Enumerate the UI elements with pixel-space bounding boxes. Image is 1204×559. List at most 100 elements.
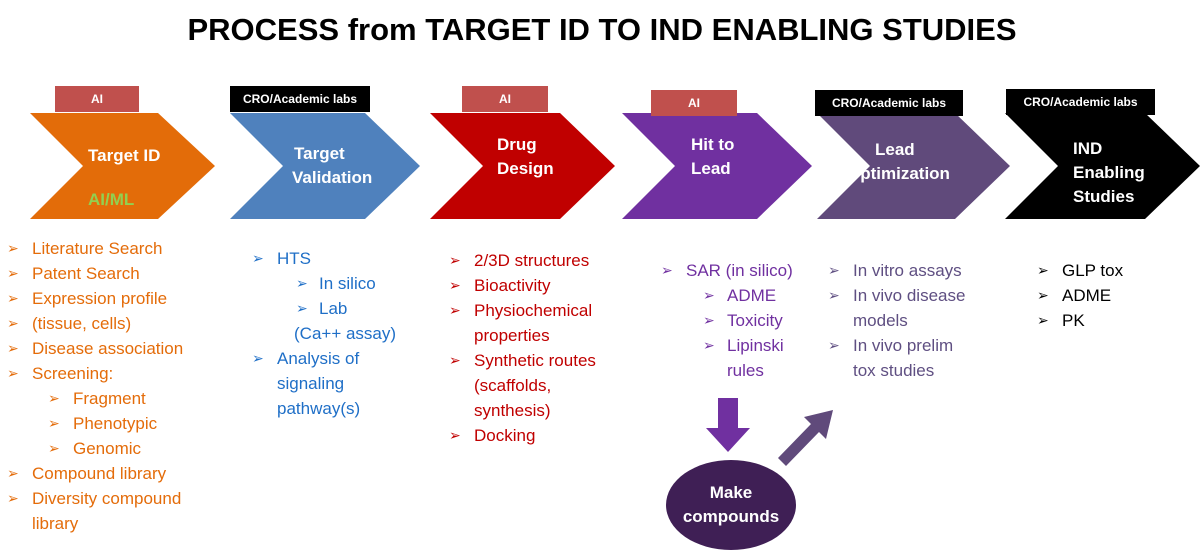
- list-item: ➢Analysis of: [252, 346, 432, 371]
- cro-tag: CRO/Academic labs: [230, 86, 370, 112]
- page-title: PROCESS from TARGET ID TO IND ENABLING S…: [187, 12, 1017, 47]
- list-item: ➢Expression profile: [7, 286, 222, 311]
- ind-list: ➢GLP tox ➢ADME ➢PK: [1037, 258, 1157, 333]
- list-item: ➢In silico: [252, 271, 432, 296]
- target-id-list: ➢Literature Search ➢Patent Search ➢Expre…: [7, 236, 222, 536]
- arrow-bullet-icon: ➢: [252, 250, 264, 266]
- target-id-chevron: [30, 113, 215, 219]
- arrow-bullet-icon: ➢: [828, 337, 840, 353]
- list-item: ➢In vivo prelim: [828, 333, 998, 358]
- stage-label: Target Validation: [292, 144, 373, 187]
- list-item: ➢Disease association: [7, 336, 222, 361]
- arrow-bullet-icon: ➢: [48, 440, 60, 456]
- list-item: ➢Patent Search: [7, 261, 222, 286]
- list-item: ➢(tissue, cells): [7, 311, 222, 336]
- list-item: ➢ADME: [1037, 283, 1157, 308]
- ai-tag: AI: [55, 86, 139, 112]
- stage-label: Drug Design: [497, 135, 554, 178]
- drug-design-list: ➢2/3D structures ➢Bioactivity ➢Physioche…: [449, 248, 639, 448]
- stage-label: Target ID: [88, 146, 161, 165]
- list-item: ➢Physiochemical: [449, 298, 639, 323]
- cro-tag: CRO/Academic labs: [1006, 89, 1155, 115]
- arrow-bullet-icon: ➢: [703, 337, 715, 353]
- down-arrow-icon: [706, 398, 750, 452]
- list-item: synthesis): [474, 401, 551, 420]
- arrow-bullet-icon: ➢: [252, 350, 264, 366]
- list-item: ➢Compound library: [7, 461, 222, 486]
- arrow-bullet-icon: ➢: [449, 427, 461, 443]
- list-item: ➢PK: [1037, 308, 1157, 333]
- arrow-bullet-icon: ➢: [7, 365, 19, 381]
- make-compounds-label: compounds: [682, 507, 780, 526]
- arrow-bullet-icon: ➢: [449, 252, 461, 268]
- arrow-bullet-icon: ➢: [7, 490, 19, 506]
- arrow-bullet-icon: ➢: [7, 315, 19, 331]
- ind-chevron: [1005, 113, 1200, 219]
- arrow-bullet-icon: ➢: [661, 262, 673, 278]
- list-item: rules: [727, 361, 764, 380]
- ai-tag: AI: [462, 86, 548, 112]
- list-item: (scaffolds,: [474, 376, 552, 395]
- stage-label: Lead Optimization: [847, 140, 950, 183]
- list-item: pathway(s): [277, 399, 361, 418]
- lead-optimization-chevron: [817, 113, 1010, 219]
- list-item: ➢Screening:: [7, 361, 222, 386]
- arrow-bullet-icon: ➢: [7, 465, 19, 481]
- arrow-bullet-icon: ➢: [1037, 287, 1049, 303]
- list-item: ➢In vivo disease: [828, 283, 998, 308]
- hit-to-lead-list: ➢SAR (in silico) ➢ADME ➢Toxicity ➢Lipins…: [661, 258, 821, 383]
- arrow-bullet-icon: ➢: [48, 390, 60, 406]
- target-validation-chevron: [230, 113, 420, 219]
- list-item: (Ca++ assay): [294, 324, 397, 343]
- list-item: tox studies: [853, 361, 935, 380]
- arrow-bullet-icon: ➢: [1037, 312, 1049, 328]
- hit-to-lead-chevron: [622, 113, 812, 219]
- list-item: ➢2/3D structures: [449, 248, 639, 273]
- list-item: ➢Phenotypic: [7, 411, 222, 436]
- list-item: ➢Synthetic routes: [449, 348, 639, 373]
- list-item: models: [853, 311, 908, 330]
- list-item: library: [32, 514, 79, 533]
- drug-design-chevron: [430, 113, 615, 219]
- list-item: ➢GLP tox: [1037, 258, 1157, 283]
- list-item: ➢Literature Search: [7, 236, 222, 261]
- arrow-bullet-icon: ➢: [296, 300, 308, 316]
- lead-optimization-list: ➢In vitro assays ➢In vivo disease models…: [828, 258, 998, 383]
- cro-tag: CRO/Academic labs: [815, 90, 963, 116]
- arrow-bullet-icon: ➢: [7, 265, 19, 281]
- ai-tag: AI: [651, 90, 737, 116]
- list-item: ➢Fragment: [7, 386, 222, 411]
- list-item: ➢Lipinski: [661, 333, 821, 358]
- list-item: ➢HTS: [252, 246, 432, 271]
- list-item: ➢Toxicity: [661, 308, 821, 333]
- list-item: ➢Docking: [449, 423, 639, 448]
- arrow-bullet-icon: ➢: [828, 262, 840, 278]
- arrow-bullet-icon: ➢: [449, 352, 461, 368]
- arrow-bullet-icon: ➢: [449, 277, 461, 293]
- list-item: properties: [474, 326, 550, 345]
- arrow-bullet-icon: ➢: [449, 302, 461, 318]
- arrow-bullet-icon: ➢: [48, 415, 60, 431]
- list-item: ➢Lab: [252, 296, 432, 321]
- stage-label: IND Enabling Studies: [1073, 139, 1145, 206]
- stage-label: Hit to Lead: [691, 135, 735, 178]
- make-compounds-node: Make compounds: [666, 460, 796, 550]
- target-validation-list: ➢HTS ➢In silico ➢Lab (Ca++ assay) ➢Analy…: [252, 246, 432, 421]
- arrow-bullet-icon: ➢: [703, 287, 715, 303]
- arrow-bullet-icon: ➢: [828, 287, 840, 303]
- arrow-bullet-icon: ➢: [7, 290, 19, 306]
- arrow-bullet-icon: ➢: [7, 340, 19, 356]
- list-item: ➢Genomic: [7, 436, 222, 461]
- list-item: ➢ADME: [661, 283, 821, 308]
- arrow-bullet-icon: ➢: [296, 275, 308, 291]
- list-item: ➢Bioactivity: [449, 273, 639, 298]
- list-item: signaling: [277, 374, 345, 393]
- up-right-arrow-icon: [778, 410, 833, 466]
- list-item: ➢Diversity compound: [7, 486, 222, 511]
- list-item: ➢SAR (in silico): [661, 258, 821, 283]
- list-item: ➢In vitro assays: [828, 258, 998, 283]
- arrow-bullet-icon: ➢: [7, 240, 19, 256]
- stage-subtitle: AI/ML: [88, 190, 135, 209]
- arrow-bullet-icon: ➢: [703, 312, 715, 328]
